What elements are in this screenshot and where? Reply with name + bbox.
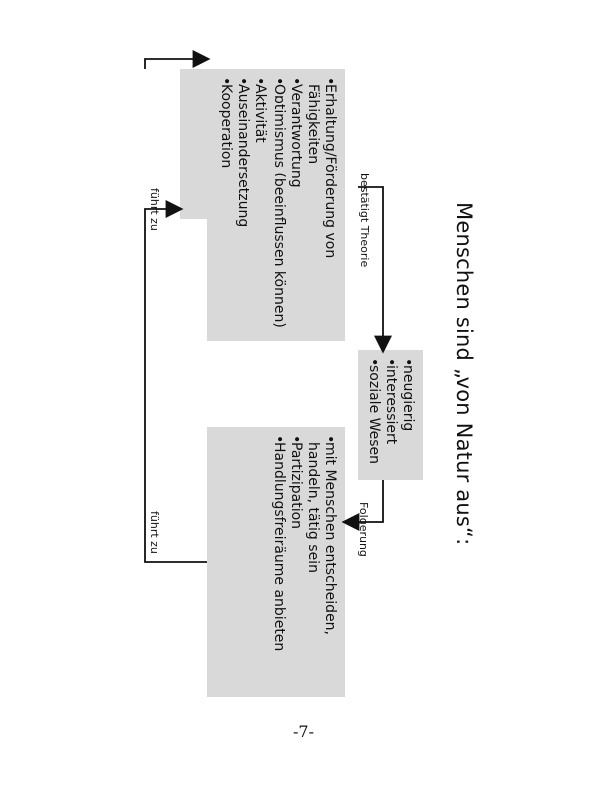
bullet-icon: • [322, 435, 338, 444]
participation-item: •Handlungsfreiräume anbieten [271, 435, 287, 652]
bullet-icon: • [288, 77, 304, 86]
edge-label-leads-to-bottom: führt zu [148, 511, 161, 554]
entry-item: •neugierig [400, 358, 416, 432]
bullet-icon: • [400, 358, 416, 367]
edge-label-confirms: bestätigt Theorie [358, 173, 371, 268]
entry-box: •neugierig •interessiert •soziale Wesen [358, 350, 423, 480]
activity-box: •Aktivität •Auseinandersetzung •Kooperat… [180, 69, 275, 228]
entry-item: •soziale Wesen [366, 358, 382, 465]
diagram-title: Menschen sind „von Natur aus“: [452, 202, 476, 546]
bullet-icon: • [218, 77, 234, 86]
theory-result-item: •Erhaltung/Förderung von Fähigkeiten [305, 77, 338, 259]
page-number: -7- [293, 722, 314, 741]
entry-list: •neugierig •interessiert •soziale Wesen [365, 358, 416, 472]
bullet-icon: • [252, 77, 268, 86]
leads-to-top-arrow [144, 50, 211, 69]
bullet-icon: • [322, 77, 338, 86]
participation-item: •Partizipation [288, 435, 304, 530]
theory-result-item: •Verantwortung [288, 77, 304, 188]
theory-result-list: •Erhaltung/Förderung von Fähigkeiten •Ve… [270, 77, 338, 333]
edge-label-consequence: Folgerung [357, 502, 370, 557]
participation-box: •mit Menschen entscheiden, handeln, täti… [207, 427, 345, 697]
participation-item: •mit Menschen entscheiden, handeln, täti… [305, 435, 338, 635]
bullet-icon: • [366, 358, 382, 367]
bullet-icon: • [271, 435, 287, 444]
bullet-icon: • [235, 77, 251, 86]
activity-item: •Auseinandersetzung [235, 77, 251, 228]
entry-item: •interessiert [383, 358, 399, 445]
activity-item: •Aktivität [252, 77, 268, 143]
activity-list: •Aktivität •Auseinandersetzung •Kooperat… [217, 77, 268, 228]
activity-item: •Kooperation [218, 77, 234, 169]
bullet-icon: • [288, 435, 304, 444]
leads-to-bottom-arrow [144, 200, 207, 563]
edge-label-leads-to-top: führt zu [148, 188, 161, 231]
rotated-diagram: Menschen sind „von Natur aus“: •neugieri… [108, 47, 478, 697]
participation-list: •mit Menschen entscheiden, handeln, täti… [270, 435, 338, 689]
bullet-icon: • [383, 358, 399, 367]
